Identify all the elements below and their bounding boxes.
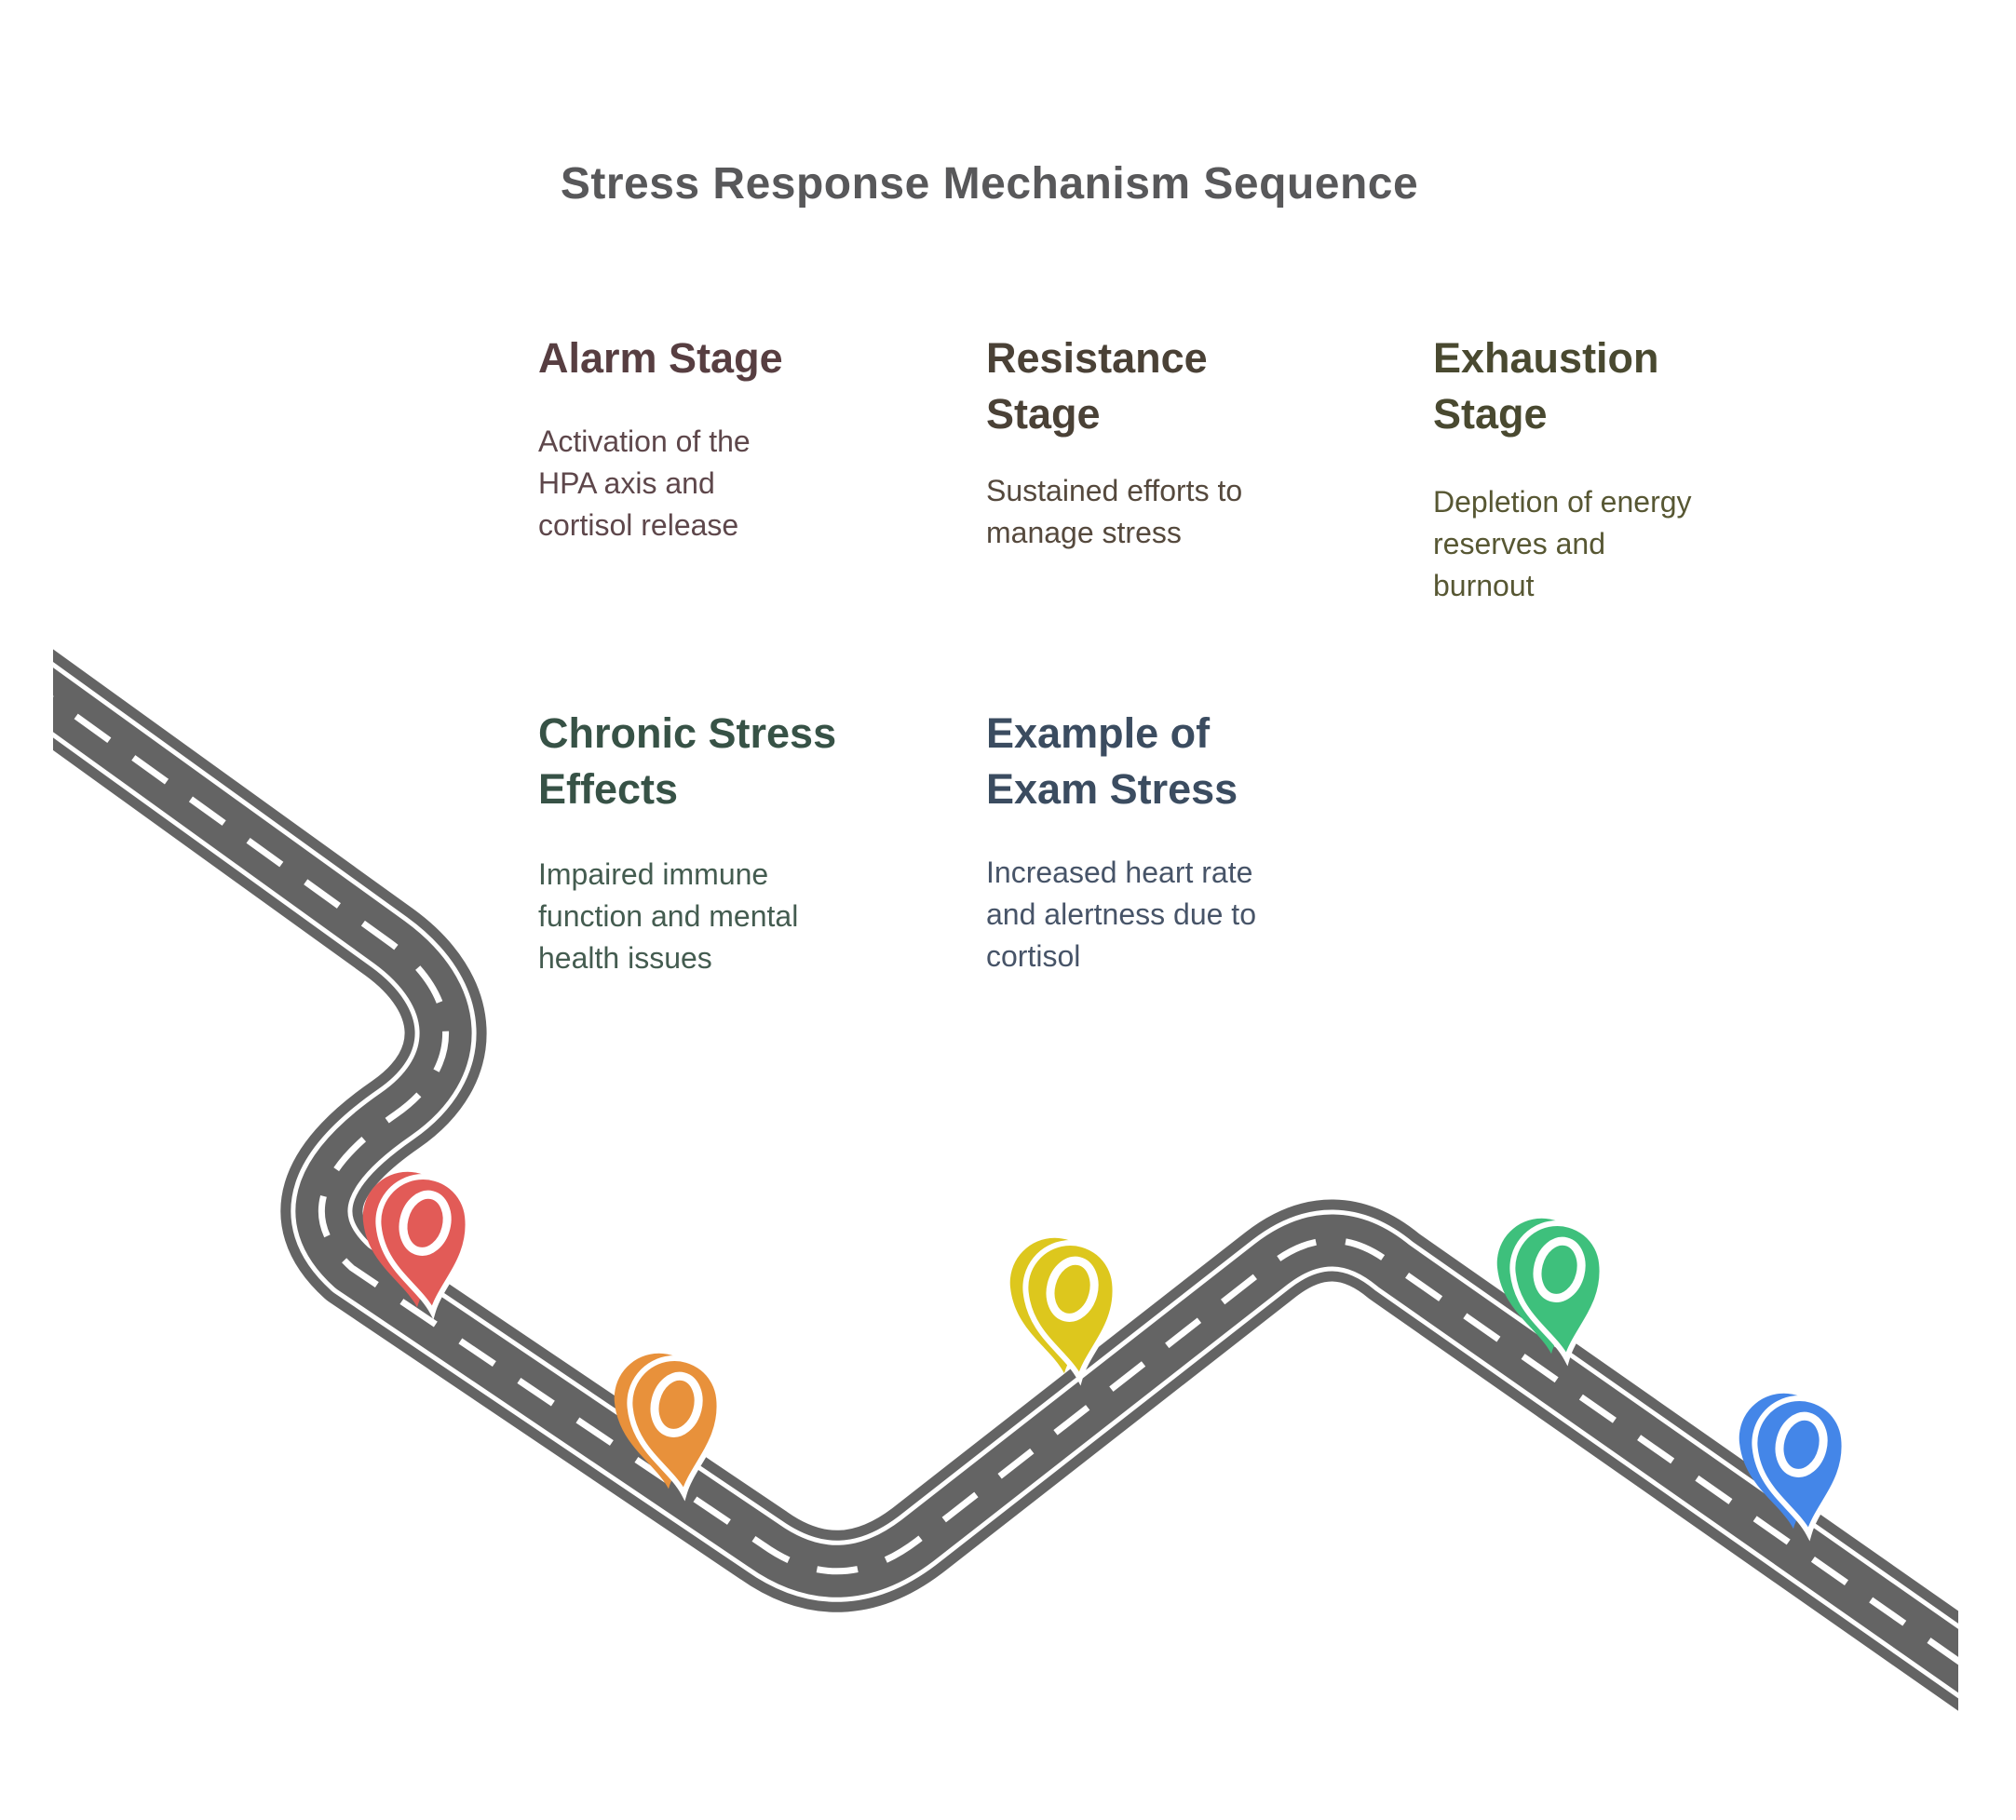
road — [53, 649, 1958, 1711]
road-center-dashed-line — [53, 695, 1958, 1665]
stage-heading: Alarm Stage — [538, 334, 783, 382]
stage-block-resistance-stage: Resistance Stage Sustained efforts to ma… — [986, 330, 1359, 554]
map-pin-icon-exhaustion-stage — [1009, 1237, 1118, 1386]
stage-block-chronic-stress-effects: Chronic Stress Effects Impaired immune f… — [538, 706, 911, 979]
stage-heading: Resistance Stage — [986, 334, 1208, 438]
stage-block-example-of-exam-stress: Example of Exam Stress Increased heart r… — [986, 706, 1359, 977]
map-pin-icon-chronic-stress-effects — [1496, 1218, 1605, 1367]
map-pin-icon-alarm-stage — [362, 1171, 471, 1320]
map-pin-hole-ring — [399, 1190, 452, 1256]
map-pins — [362, 1171, 1847, 1542]
stage-description: Sustained efforts to manage stress — [986, 474, 1243, 549]
stage-description: Impaired immune function and mental heal… — [538, 857, 799, 975]
stage-heading: Exhaustion Stage — [1433, 334, 1659, 438]
map-pin-hole-ring — [1775, 1411, 1828, 1477]
stage-heading: Example of Exam Stress — [986, 709, 1238, 813]
map-pin-icon-example-of-exam-stress — [1739, 1393, 1847, 1542]
stage-heading: Chronic Stress Effects — [538, 709, 837, 813]
map-pin-hole-ring — [1533, 1236, 1586, 1302]
stage-description: Depletion of energy reserves and burnout — [1433, 485, 1692, 602]
stage-block-alarm-stage: Alarm Stage Activation of the HPA axis a… — [538, 330, 911, 546]
map-pin-hole-ring — [650, 1371, 703, 1437]
map-pin-icon-resistance-stage — [614, 1353, 723, 1502]
stage-block-exhaustion-stage: Exhaustion Stage Depletion of energy res… — [1433, 330, 1806, 607]
stage-description: Increased heart rate and alertness due t… — [986, 856, 1256, 973]
map-pin-hole-ring — [1046, 1256, 1099, 1322]
page-title: Stress Response Mechanism Sequence — [560, 159, 1419, 209]
stage-description: Activation of the HPA axis and cortisol … — [538, 425, 751, 542]
